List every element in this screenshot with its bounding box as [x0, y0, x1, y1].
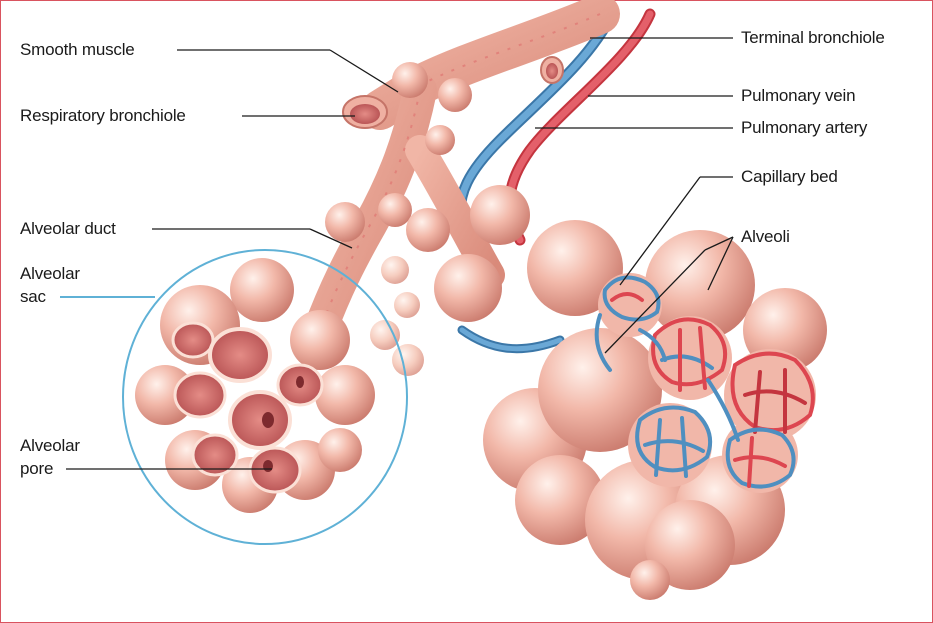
label-alveoli: Alveoli — [741, 226, 790, 248]
label-respiratory-bronchiole: Respiratory bronchiole — [20, 105, 186, 127]
label-alveolar-sac-line2: sac — [20, 286, 46, 308]
respiratory-bronchiole-opening — [343, 96, 387, 128]
label-smooth-muscle: Smooth muscle — [20, 39, 135, 61]
terminal-bronchiole-opening — [541, 57, 563, 83]
label-alveolar-pore-line1: Alveolar — [20, 435, 80, 457]
label-capillary-bed: Capillary bed — [741, 166, 838, 188]
label-alveolar-sac-line1: Alveolar — [20, 263, 80, 285]
label-terminal-bronchiole: Terminal bronchiole — [741, 27, 885, 49]
label-pulmonary-artery: Pulmonary artery — [741, 117, 867, 139]
label-alveolar-pore-line2: pore — [20, 458, 53, 480]
label-alveolar-duct: Alveolar duct — [20, 218, 116, 240]
label-pulmonary-vein: Pulmonary vein — [741, 85, 855, 107]
